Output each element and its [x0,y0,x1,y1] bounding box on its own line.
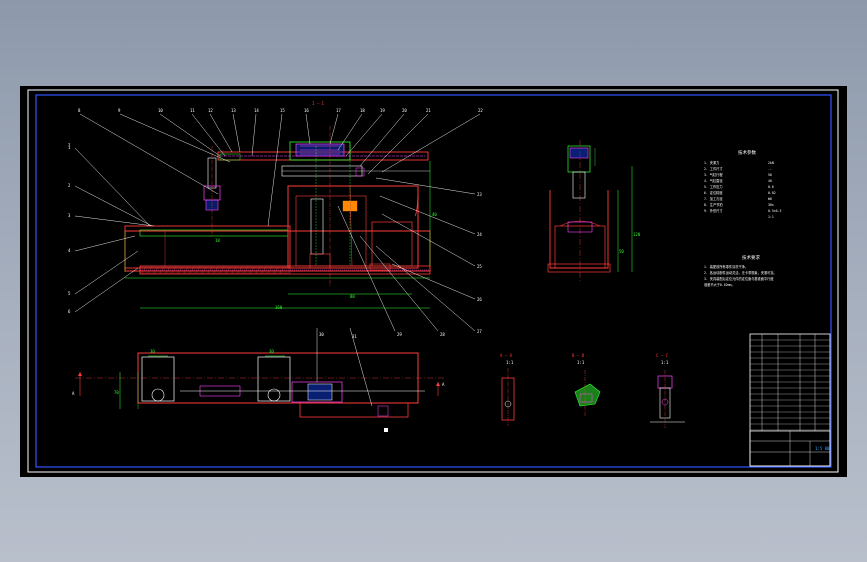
part-balloon: 19 [380,108,385,113]
tech-param-value: -- [768,167,772,171]
tech-req-line: 误差不大于0.02mm。 [704,282,735,287]
tech-param-value: Φ8 [768,197,772,201]
section-a: A — A 1:1 [500,353,515,426]
part-balloon: 10 [158,108,163,113]
part-balloon: 22 [478,108,483,113]
part-balloon: 31 [352,334,357,339]
top-view: 70 30 30 A A [72,327,445,432]
part-balloon: 15 [280,108,285,113]
drawing-border [35,94,832,468]
view-marker-right: A [442,382,445,387]
tech-param-value: 2kN [768,161,774,165]
part-balloon: 11 [190,108,195,113]
tech-req-line: 2. 各运动部件运动灵活，无卡滞现象，夹紧可靠。 [704,270,777,275]
tech-requirements-block: 技术要求 1. 装配前所有零件清洗干净。2. 各运动部件运动灵活，无卡滞现象，夹… [704,254,777,287]
tech-req-line: 3. 夹具装配后定位元件的定位面与基准面平行度 [704,276,774,281]
tech-param-value: 30s [768,203,774,207]
part-balloon: 18 [360,108,365,113]
tech-param-value: 0.6 [768,185,774,189]
part-balloon: 25 [477,264,482,269]
tech-req-line: 1. 装配前所有零件清洗干净。 [704,264,748,269]
svg-text:B — B: B — B [572,353,585,358]
part-balloon: 9 [118,108,121,113]
tech-param-line: 7. 加工孔径 [704,196,723,201]
part-balloon: 6 [68,309,71,314]
tech-param-line: 9. 外形尺寸 [704,208,723,213]
part-balloon: 3 [68,213,71,218]
svg-text:A — A: A — A [500,353,513,358]
tech-param-value: 50 [768,173,772,177]
part-balloon: 27 [477,329,482,334]
svg-text:50: 50 [619,249,624,254]
leader-lines-front [74,113,481,332]
part-balloon: 1 [68,145,71,150]
tech-param-value: 1:1 [768,215,774,219]
svg-text:70: 70 [114,390,119,395]
svg-text:1:1: 1:1 [661,360,669,365]
part-balloon: 17 [336,108,341,113]
svg-text:30: 30 [150,349,155,354]
svg-text:120: 120 [633,232,641,237]
tech-req-title: 技术要求 [742,254,760,261]
part-balloon: 5 [68,291,71,296]
part-balloon: 26 [477,297,482,302]
part-balloon: 2 [68,183,71,188]
part-balloon: 4 [68,248,71,253]
part-balloon: 14 [254,108,259,113]
svg-text:80: 80 [350,294,355,299]
tech-param-line: 4. 气缸直径 [704,178,723,183]
part-balloon: 23 [477,192,482,197]
part-balloon: 24 [477,232,482,237]
svg-text:40: 40 [432,212,437,217]
assembly-drawing: I — I [27,89,839,473]
cad-viewport[interactable]: I — I [20,86,847,477]
title-scale: 1:5 00 [815,446,830,451]
svg-text:1:1: 1:1 [506,360,514,365]
tech-param-value: 40 [768,179,772,183]
title-block: 1:5 00 [749,333,831,467]
svg-text:1:1: 1:1 [577,360,585,365]
part-balloon: 16 [304,108,309,113]
tech-param-value: 0.5×0.3 [768,209,782,213]
tech-param-line: 5. 工作压力 [704,184,723,189]
main-section-label: I — I [312,101,325,106]
section-c: C — C 1:1 [650,353,685,428]
tech-param-value: 0.02 [768,191,776,195]
part-balloon: 12 [208,108,213,113]
part-balloon: 8 [78,108,81,113]
tech-params-title: 技术参数 [738,149,756,156]
part-balloon: 21 [426,108,431,113]
front-view: I — I [124,101,437,310]
svg-text:18: 18 [215,238,220,243]
svg-text:30: 30 [269,349,274,354]
part-balloon: 7 [68,143,71,148]
tech-param-line: 8. 生产节拍 [704,202,723,207]
part-balloon: 28 [440,332,445,337]
part-balloon: 20 [402,108,407,113]
section-b: B — B 1:1 [572,353,601,416]
view-marker-left: A [72,391,75,396]
svg-text:C — C: C — C [656,353,669,358]
part-balloon: 30 [319,332,324,337]
tech-param-line: 1. 夹紧力 [704,160,719,165]
svg-text:160: 160 [275,305,283,310]
sheet-frame [27,89,839,473]
part-balloon: 13 [231,108,236,113]
tech-param-line: 6. 定位精度 [704,190,723,195]
part-balloon: 29 [397,332,402,337]
side-view: 50 120 [547,140,641,282]
tech-param-line: 2. 工件尺寸 [704,166,723,171]
tech-param-line: 3. 气缸行程 [704,172,723,177]
